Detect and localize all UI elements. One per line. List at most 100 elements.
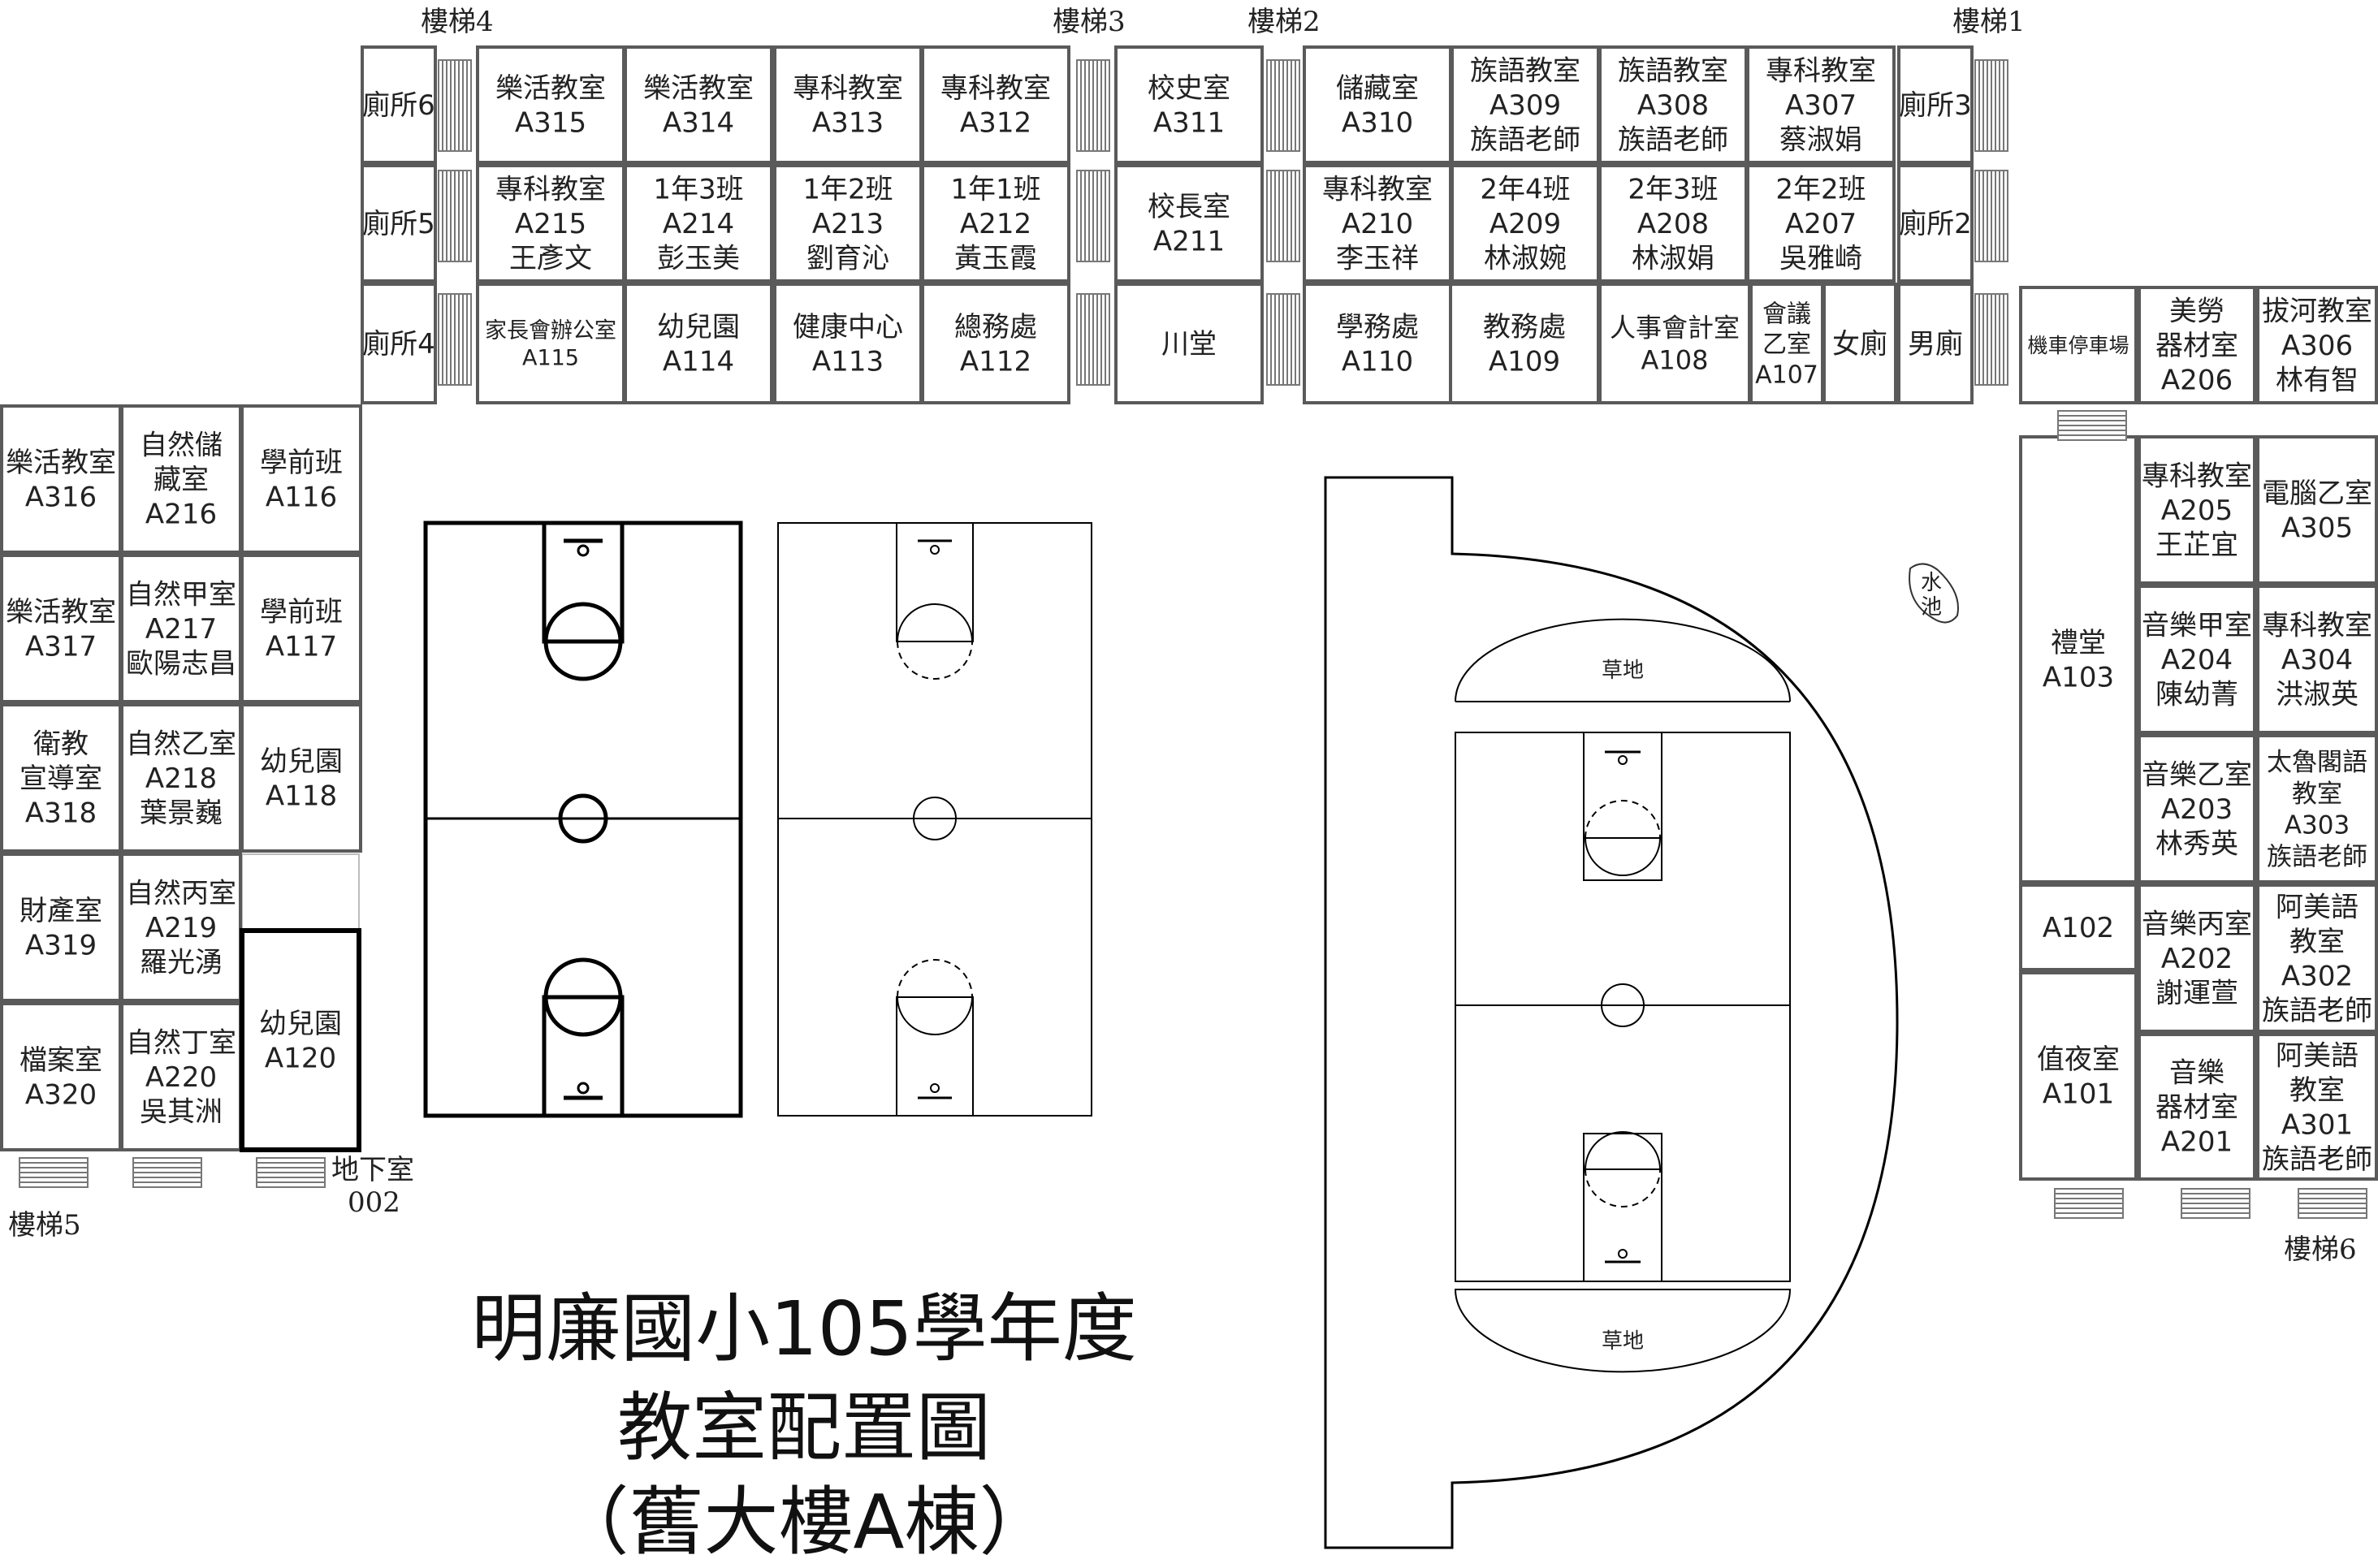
- stairs-3-label: 樓梯3: [1053, 6, 1126, 38]
- room-label-line: A116: [266, 481, 337, 513]
- room-box: [1451, 45, 1600, 164]
- room-label-line: 2年2班: [1775, 174, 1866, 206]
- room-wc_f: 女廁: [1822, 283, 1897, 404]
- room-label-line: 2年4班: [1480, 174, 1570, 206]
- title-line-3: （舊大樓A棟）: [555, 1479, 1054, 1566]
- room-label-line: 教室: [2289, 926, 2345, 958]
- staircase-icon: [438, 293, 472, 386]
- room-label-line: A107: [1755, 361, 1818, 389]
- title-line-2: 教室配置圖: [617, 1384, 991, 1471]
- room-box: [240, 703, 362, 853]
- room-label-line: A102: [2043, 912, 2114, 944]
- room-label-line: 族語教室: [1618, 55, 1728, 88]
- room-box: [2138, 435, 2256, 585]
- room-label-line: 族語老師: [2267, 842, 2367, 871]
- room-box: [773, 164, 923, 283]
- room-label-line: 校史室: [1148, 72, 1230, 105]
- room-label-line: 健康中心: [793, 311, 903, 343]
- grass-bottom-label: 草地: [1602, 1329, 1644, 1354]
- room-box: [1114, 164, 1264, 283]
- room-label-line: A302: [2281, 960, 2353, 992]
- room-label-line: 專科教室: [2142, 460, 2252, 493]
- room-label-line: A312: [960, 106, 1031, 139]
- room-label-line: A305: [2281, 512, 2353, 544]
- room-label-line: 會議: [1762, 300, 1811, 328]
- room-label-line: 1年3班: [653, 174, 743, 206]
- room-label-line: 1年2班: [802, 174, 893, 206]
- room-label-line: 劉育沁: [806, 243, 889, 275]
- room-box: [2138, 585, 2256, 734]
- stairs-6-label: 樓梯6: [2284, 1233, 2357, 1266]
- room-label-line: 學前班: [260, 447, 343, 479]
- room-label-line: 值夜室: [2037, 1043, 2120, 1076]
- room-label-line: A115: [522, 346, 579, 371]
- room-box: [921, 45, 1070, 164]
- room-box: [240, 554, 362, 703]
- room-label-line: 專科教室: [2262, 610, 2372, 642]
- room-label-line: 川堂: [1161, 328, 1217, 361]
- room-label-line: A206: [2161, 365, 2233, 397]
- basketball-court-middle: [777, 522, 1092, 1117]
- room-label-line: A310: [1342, 106, 1413, 139]
- room-label-line: 校長室: [1148, 191, 1230, 223]
- room-label-line: A211: [1153, 225, 1225, 257]
- room-label-line: 2年3班: [1628, 174, 1718, 206]
- room-label-line: A201: [2161, 1126, 2233, 1159]
- room-label-line: A204: [2161, 644, 2233, 676]
- room-label-line: A301: [2281, 1108, 2353, 1141]
- room-box: [1598, 283, 1751, 404]
- room-box: [2256, 883, 2378, 1033]
- staircase-icon: [1974, 59, 2008, 152]
- room-label-line: A109: [1489, 345, 1560, 378]
- room-label-line: 族語老師: [1618, 124, 1728, 157]
- room-label-line: A216: [145, 499, 217, 531]
- staircase-icon: [1266, 293, 1300, 386]
- room-label-line: A315: [515, 106, 586, 139]
- room-label-line: A314: [663, 106, 734, 139]
- room-label-line: 自然儲: [140, 430, 223, 462]
- room-label-line: A303: [2285, 811, 2350, 840]
- room-box: [1598, 45, 1748, 164]
- room-label-line: 樂活教室: [6, 596, 116, 628]
- room-label-line: 幼兒園: [260, 745, 343, 778]
- staircase-icon: [1076, 170, 1110, 262]
- room-box: [0, 554, 122, 703]
- staircase-icon: [1076, 293, 1110, 386]
- room-label-line: A218: [145, 762, 217, 795]
- title-line-1: 明廉國小105學年度: [471, 1285, 1137, 1372]
- basement-name: 地下室: [331, 1154, 414, 1186]
- room-label-line: 幼兒園: [259, 1008, 342, 1040]
- room-hall: 川堂: [1114, 283, 1264, 404]
- room-label-line: 教務處: [1483, 311, 1566, 343]
- room-label-line: 總務處: [954, 311, 1037, 343]
- room-label-line: 族語老師: [2262, 995, 2372, 1027]
- room-toilet2: 廁所2: [1897, 164, 1974, 283]
- room-toilet3: 廁所3: [1897, 45, 1974, 164]
- room-box: [120, 703, 242, 853]
- room-label-line: 電腦乙室: [2262, 477, 2372, 510]
- room-box: [1303, 283, 1452, 404]
- room-label-line: A306: [2281, 330, 2353, 362]
- room-label-line: 人事會計室: [1610, 313, 1740, 343]
- room-box: [1897, 164, 1974, 283]
